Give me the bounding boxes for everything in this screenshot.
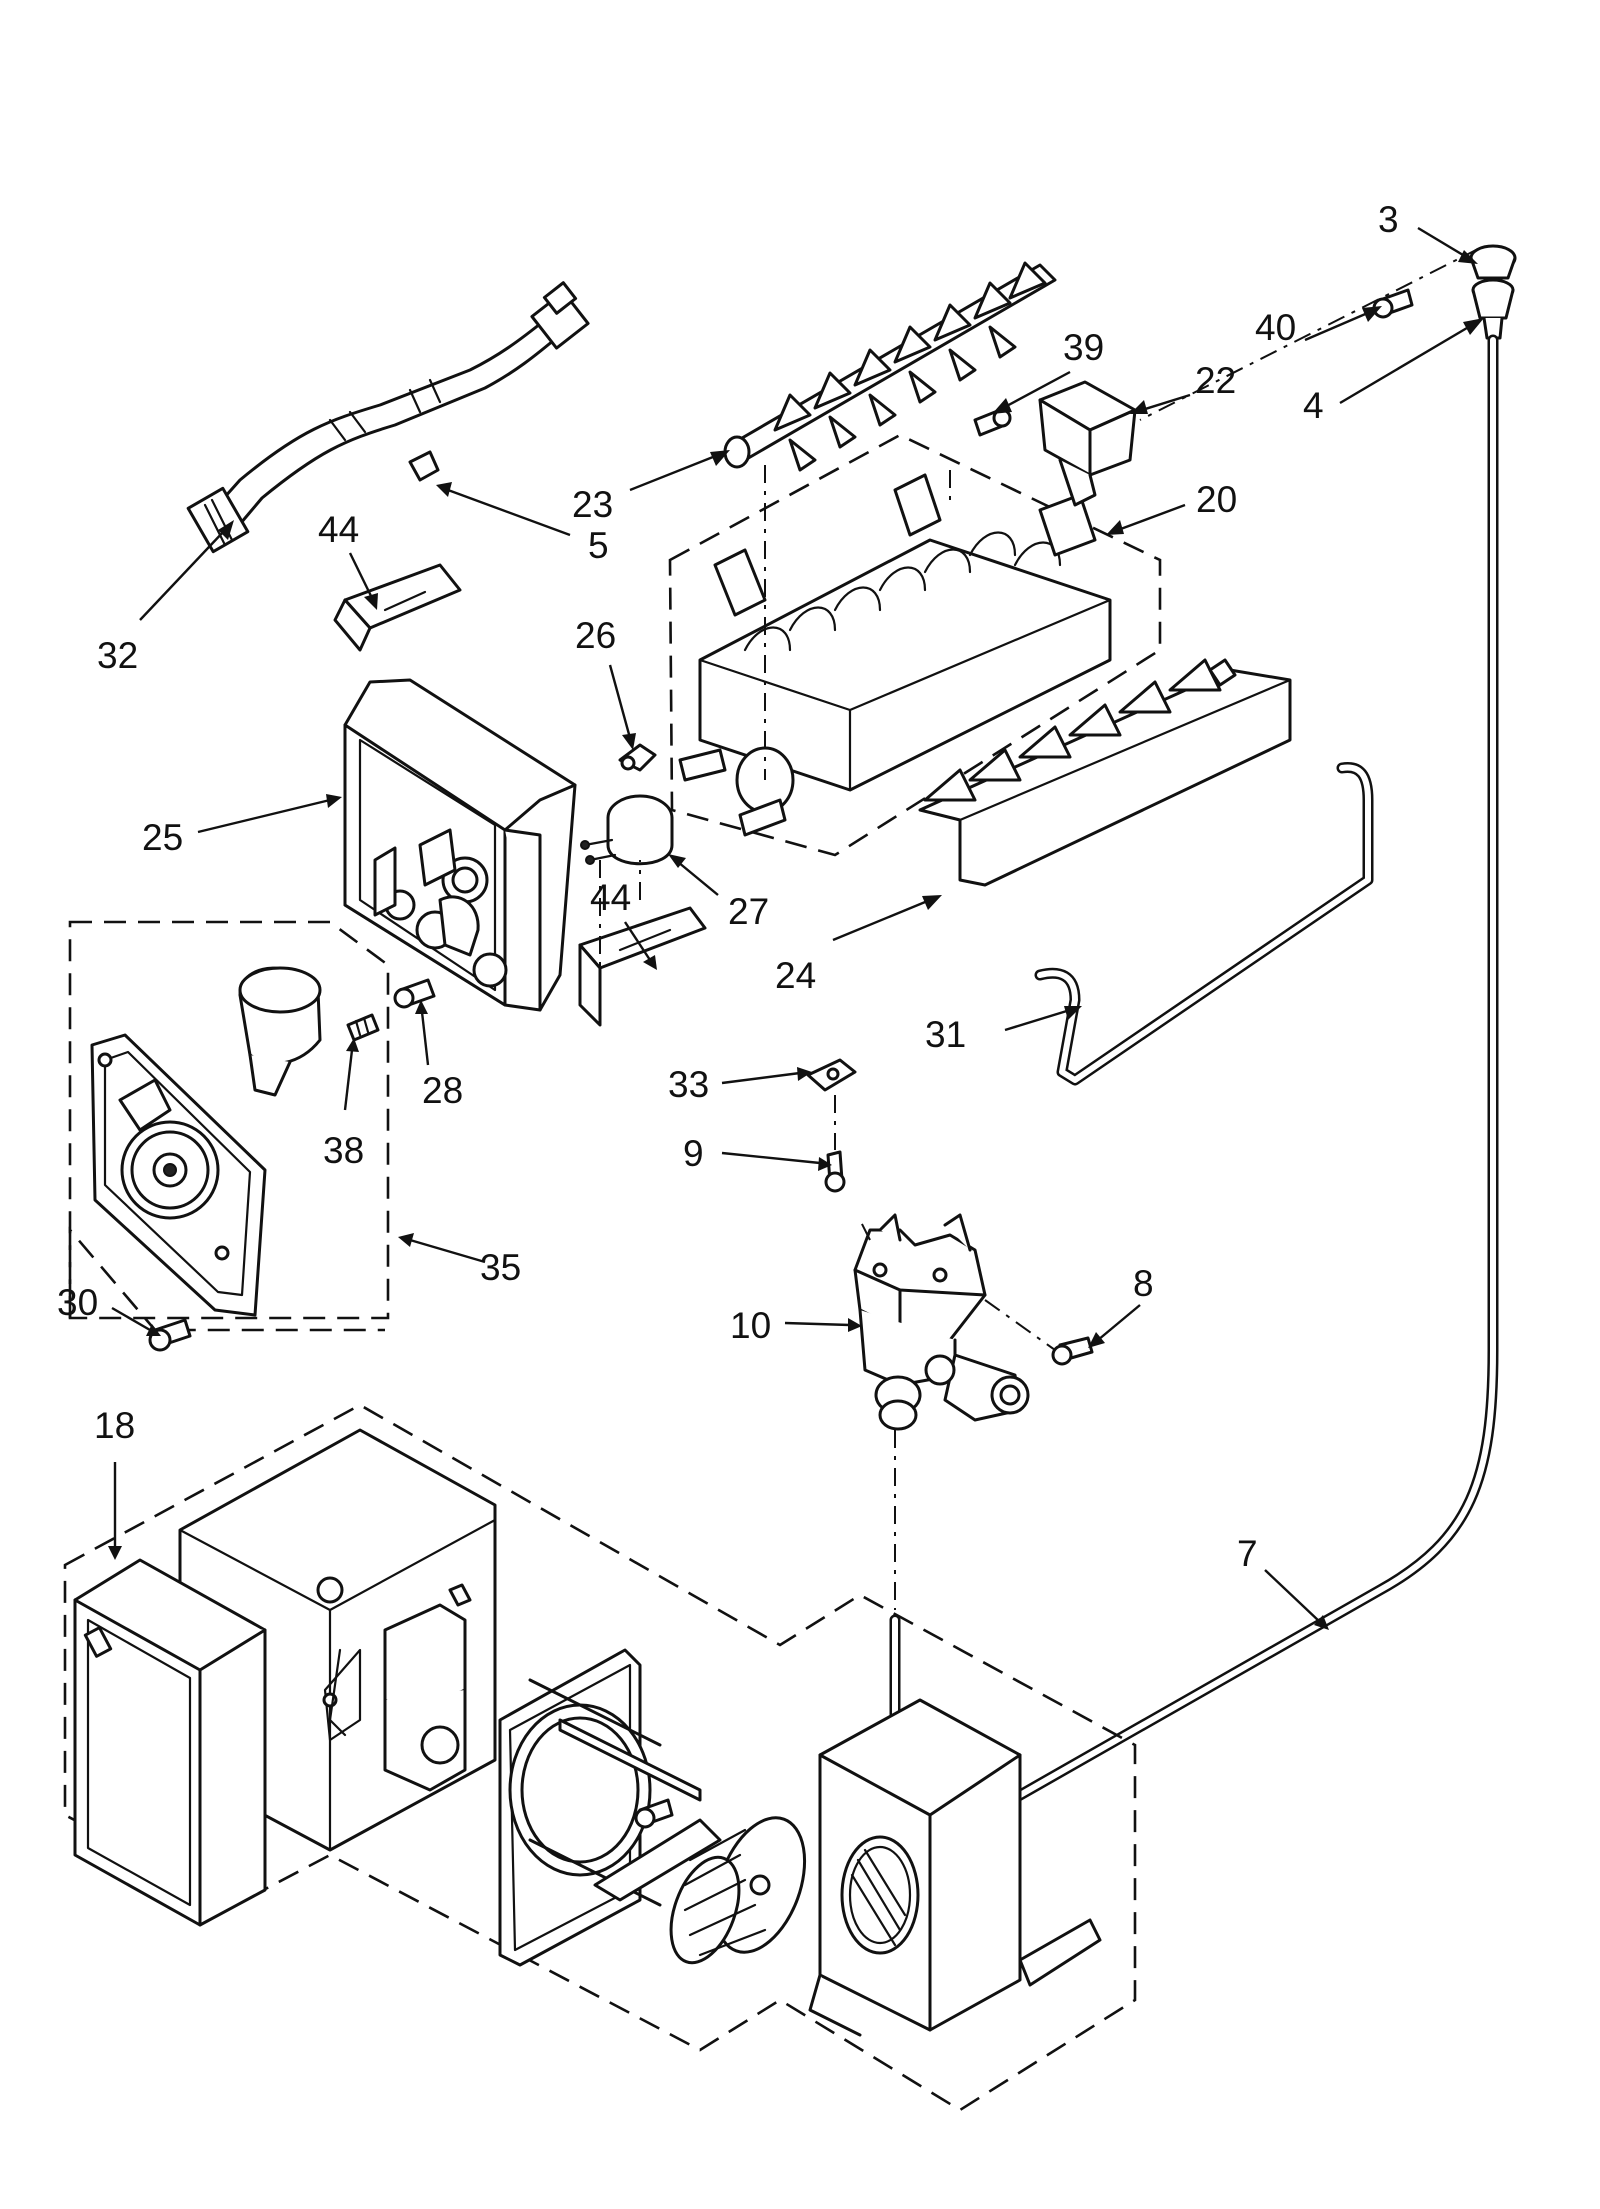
shut-off-arm	[1034, 762, 1374, 1086]
water-valve	[853, 1213, 1030, 1431]
ice-maker-housing	[343, 678, 577, 1012]
callout-26: 26	[575, 615, 616, 656]
screw-38	[346, 1013, 380, 1042]
fill-cup	[1038, 380, 1137, 507]
wire-harness	[186, 281, 590, 554]
callout-3: 3	[1378, 199, 1399, 240]
callout-7: 7	[1237, 1533, 1258, 1574]
screw-30	[148, 1318, 192, 1352]
callout-44-upper: 44	[318, 509, 359, 550]
callout-10: 10	[730, 1305, 771, 1346]
screw-28	[393, 978, 436, 1009]
alignment-lines	[599, 247, 1481, 1610]
callout-39: 39	[1063, 327, 1104, 368]
leader-lines	[108, 226, 1484, 1630]
screw-9	[824, 1150, 846, 1193]
callout-31: 31	[925, 1014, 966, 1055]
auger-motor-assembly	[63, 1403, 1137, 2112]
callout-18: 18	[94, 1405, 135, 1446]
bracket-44-upper	[333, 563, 462, 652]
callout-25: 25	[142, 817, 183, 858]
callout-labels: 3 40 4 39 22 23 5 20 44 32 26 25 44 27 2…	[57, 199, 1399, 1574]
callout-38: 38	[323, 1130, 364, 1171]
tube-fitting	[1469, 244, 1517, 340]
ejector-blades	[723, 261, 1057, 472]
callout-9: 9	[683, 1133, 704, 1174]
callout-40: 40	[1255, 307, 1296, 348]
thermostat	[580, 794, 674, 866]
callout-33: 33	[668, 1064, 709, 1105]
screw-40	[1372, 288, 1414, 319]
screw-39	[973, 408, 1012, 437]
callout-23: 23	[572, 484, 613, 525]
callout-28: 28	[422, 1070, 463, 1111]
control-module-assembly	[68, 920, 390, 1332]
callout-4: 4	[1303, 385, 1324, 426]
callout-32: 32	[97, 635, 138, 676]
callout-35: 35	[480, 1247, 521, 1288]
callout-5: 5	[588, 525, 609, 566]
screw-8	[1051, 1336, 1094, 1366]
callout-27: 27	[728, 891, 769, 932]
callout-20: 20	[1196, 479, 1237, 520]
callout-22: 22	[1195, 360, 1236, 401]
callout-30: 30	[57, 1282, 98, 1323]
mold-cover	[918, 658, 1292, 887]
callout-8: 8	[1133, 1263, 1154, 1304]
bracket-44-lower	[578, 906, 707, 1027]
callout-24: 24	[775, 955, 816, 996]
callout-44-lower: 44	[590, 877, 631, 918]
thermostat-clip	[618, 743, 657, 772]
clip-33	[806, 1058, 857, 1092]
